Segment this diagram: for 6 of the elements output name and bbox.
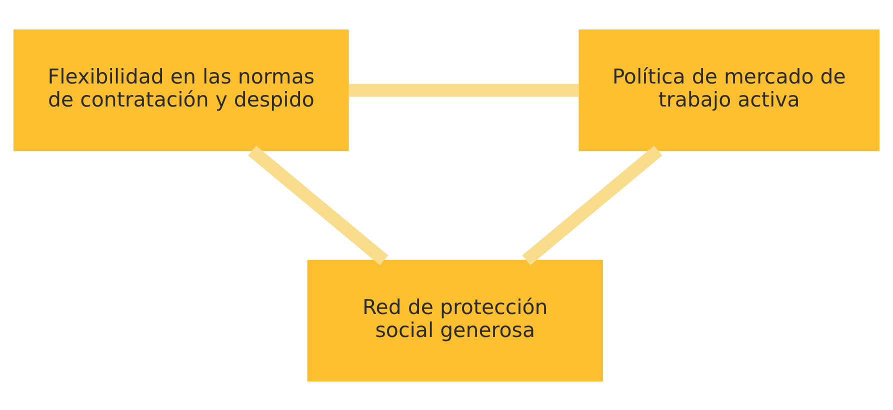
node-box: Flexibilidad en las normas de contratación y despido — [14, 28, 349, 151]
connector — [248, 145, 388, 265]
connector — [522, 145, 662, 265]
node-box: Red de protección social generosa — [307, 259, 603, 382]
connector — [348, 83, 579, 96]
node-box: Política de mercado de trabajo activa — [578, 28, 880, 151]
